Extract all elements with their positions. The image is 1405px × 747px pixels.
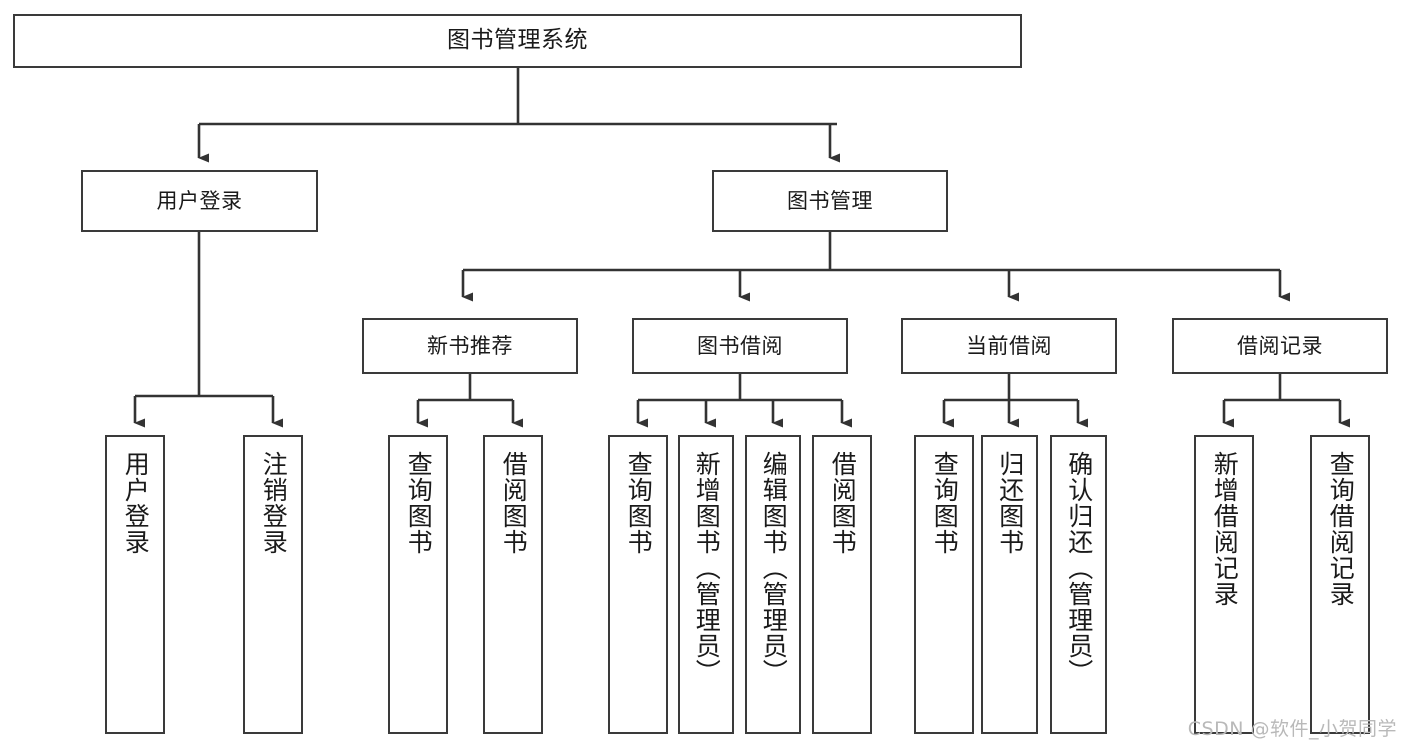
leaf-new-book-borrow-book[interactable]: 借阅图书 (483, 435, 543, 734)
node-user-login[interactable]: 用户登录 (81, 170, 318, 232)
node-user-login-label: 用户登录 (156, 188, 243, 213)
leaf-label: 用户登录 (121, 451, 151, 555)
leaf-label: 新增图书（管理员） (692, 451, 722, 685)
watermark: CSDN @软件_小贺同学 (1187, 718, 1397, 740)
leaf-borrow-record-query-record[interactable]: 查询借阅记录 (1310, 435, 1370, 734)
leaf-current-borrow-return-book[interactable]: 归还图书 (981, 435, 1038, 734)
leaf-label: 查询图书 (624, 451, 654, 555)
leaf-label: 归还图书 (995, 451, 1025, 555)
node-borrow-record-label: 借阅记录 (1237, 333, 1323, 358)
leaf-label: 编辑图书（管理员） (759, 451, 789, 685)
node-new-book-recommend-label: 新书推荐 (427, 333, 513, 358)
leaf-label: 借阅图书 (828, 451, 858, 555)
leaf-current-borrow-confirm-return-admin[interactable]: 确认归还（管理员） (1050, 435, 1107, 734)
leaf-label: 查询借阅记录 (1326, 451, 1356, 607)
node-book-borrow-label: 图书借阅 (697, 333, 783, 358)
leaf-current-borrow-query-book[interactable]: 查询图书 (914, 435, 974, 734)
node-root[interactable]: 图书管理系统 (13, 14, 1022, 68)
leaf-user-login-login[interactable]: 用户登录 (105, 435, 165, 734)
node-current-borrow-label: 当前借阅 (966, 333, 1052, 358)
leaf-label: 新增借阅记录 (1210, 451, 1240, 607)
node-new-book-recommend[interactable]: 新书推荐 (362, 318, 578, 374)
node-borrow-record[interactable]: 借阅记录 (1172, 318, 1388, 374)
leaf-label: 注销登录 (259, 451, 289, 555)
node-root-label: 图书管理系统 (447, 27, 588, 54)
node-book-management-label: 图书管理 (787, 188, 873, 213)
leaf-user-login-logout[interactable]: 注销登录 (243, 435, 303, 734)
leaf-book-borrow-query-book[interactable]: 查询图书 (608, 435, 668, 734)
leaf-label: 查询图书 (930, 451, 960, 555)
node-current-borrow[interactable]: 当前借阅 (901, 318, 1117, 374)
leaf-book-borrow-edit-book-admin[interactable]: 编辑图书（管理员） (745, 435, 801, 734)
leaf-label: 确认归还（管理员） (1064, 451, 1094, 685)
leaf-borrow-record-add-record[interactable]: 新增借阅记录 (1194, 435, 1254, 734)
leaf-book-borrow-add-book-admin[interactable]: 新增图书（管理员） (678, 435, 734, 734)
leaf-label: 借阅图书 (499, 451, 529, 555)
node-book-borrow[interactable]: 图书借阅 (632, 318, 848, 374)
node-book-management[interactable]: 图书管理 (712, 170, 948, 232)
leaf-label: 查询图书 (404, 451, 434, 555)
leaf-book-borrow-borrow-book[interactable]: 借阅图书 (812, 435, 872, 734)
leaf-new-book-query-book[interactable]: 查询图书 (388, 435, 448, 734)
